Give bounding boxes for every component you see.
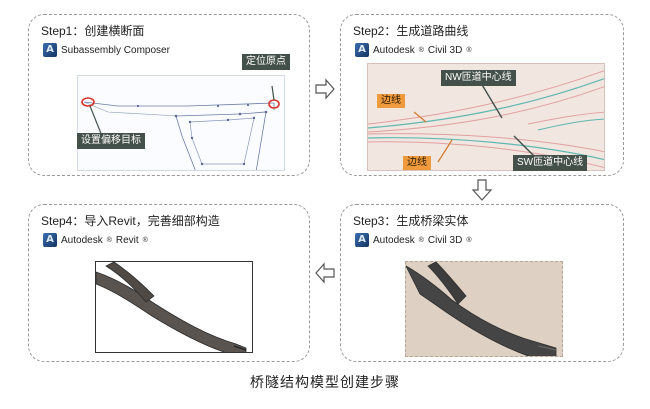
step1-panel: Step1：创建横断面 A Subassembly Composer — [28, 14, 310, 176]
step3-title: Step3：生成桥梁实体 — [353, 214, 469, 228]
step3-app-name: Civil 3D — [427, 234, 463, 246]
arrow-down-icon — [471, 179, 493, 201]
step4-app-brand: Autodesk — [61, 234, 103, 246]
bridge-solid-canvas — [405, 261, 563, 357]
autodesk-logo-icon: A — [43, 43, 57, 57]
revit-model-canvas — [95, 261, 253, 353]
cross-section-canvas — [77, 75, 285, 171]
step4-app: A Autodesk® Revit® — [43, 233, 148, 247]
sw-centerline-callout: SW匝道中心线 — [513, 155, 588, 171]
step3-app: A Autodesk® Civil 3D® — [355, 233, 472, 247]
step3-panel: Step3：生成桥梁实体 A Autodesk® Civil 3D® — [340, 204, 624, 362]
step2-title: Step2：生成道路曲线 — [353, 24, 469, 38]
bridge-solid-drawing — [406, 262, 557, 356]
autodesk-logo-icon: A — [43, 233, 57, 247]
step1-app: A Subassembly Composer — [43, 43, 170, 57]
step2-app-name: Civil 3D — [427, 44, 463, 56]
step3-app-brand: Autodesk — [373, 234, 415, 246]
step4-app-name: Revit — [115, 234, 139, 246]
step1-app-name: Subassembly Composer — [61, 44, 170, 56]
arrow-right-icon — [315, 78, 335, 100]
edge-line-tag-upper: 边线 — [377, 94, 405, 108]
step1-title: Step1：创建横断面 — [41, 24, 145, 38]
step2-app-brand: Autodesk — [373, 44, 415, 56]
autodesk-logo-icon: A — [355, 43, 369, 57]
step2-app: A Autodesk® Civil 3D® — [355, 43, 472, 57]
figure-caption: 桥隧结构模型创建步骤 — [250, 374, 400, 390]
cross-section-drawing — [81, 85, 280, 170]
step4-panel: Step4：导入Revit，完善细部构造 A Autodesk® Revit® — [28, 204, 310, 362]
edge-line-tag-lower: 边线 — [403, 156, 431, 170]
autodesk-logo-icon: A — [355, 233, 369, 247]
step4-title: Step4：导入Revit，完善细部构造 — [41, 214, 220, 228]
nw-centerline-callout: NW匝道中心线 — [441, 70, 516, 86]
step2-panel: Step2：生成道路曲线 A Autodesk® Civil 3D® NW匝道中… — [340, 14, 624, 176]
revit-model-drawing — [96, 262, 247, 352]
offset-target-callout: 设置偏移目标 — [77, 133, 145, 149]
origin-callout: 定位原点 — [242, 54, 290, 70]
arrow-left-icon — [315, 262, 335, 284]
